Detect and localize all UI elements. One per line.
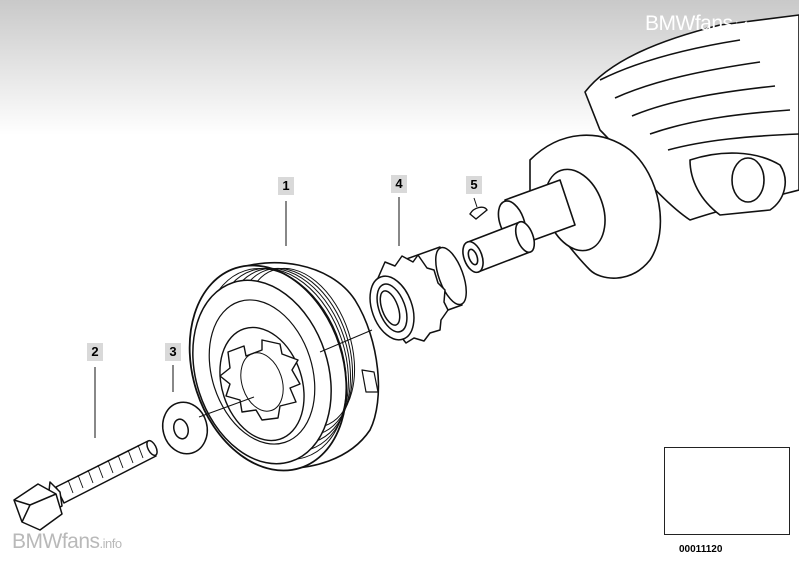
callout-2: 2 — [87, 343, 103, 361]
diagram-code: 00011120 — [679, 544, 723, 555]
watermark-top: BMWfans.info — [645, 12, 753, 35]
washer — [161, 401, 209, 455]
callout-4: 4 — [391, 175, 407, 193]
woodruff-key — [469, 206, 488, 220]
vibration-damper — [188, 261, 380, 472]
location-thumbnail-frame — [664, 447, 790, 535]
crankshaft — [462, 14, 799, 279]
callout-3: 3 — [165, 343, 181, 361]
callout-1: 1 — [278, 177, 294, 195]
crankshaft-sprocket — [369, 246, 467, 344]
leader-lines — [94, 197, 478, 438]
watermark-bottom: BMWfans.info — [12, 530, 122, 553]
callout-5: 5 — [466, 176, 482, 194]
central-bolt — [13, 439, 158, 531]
